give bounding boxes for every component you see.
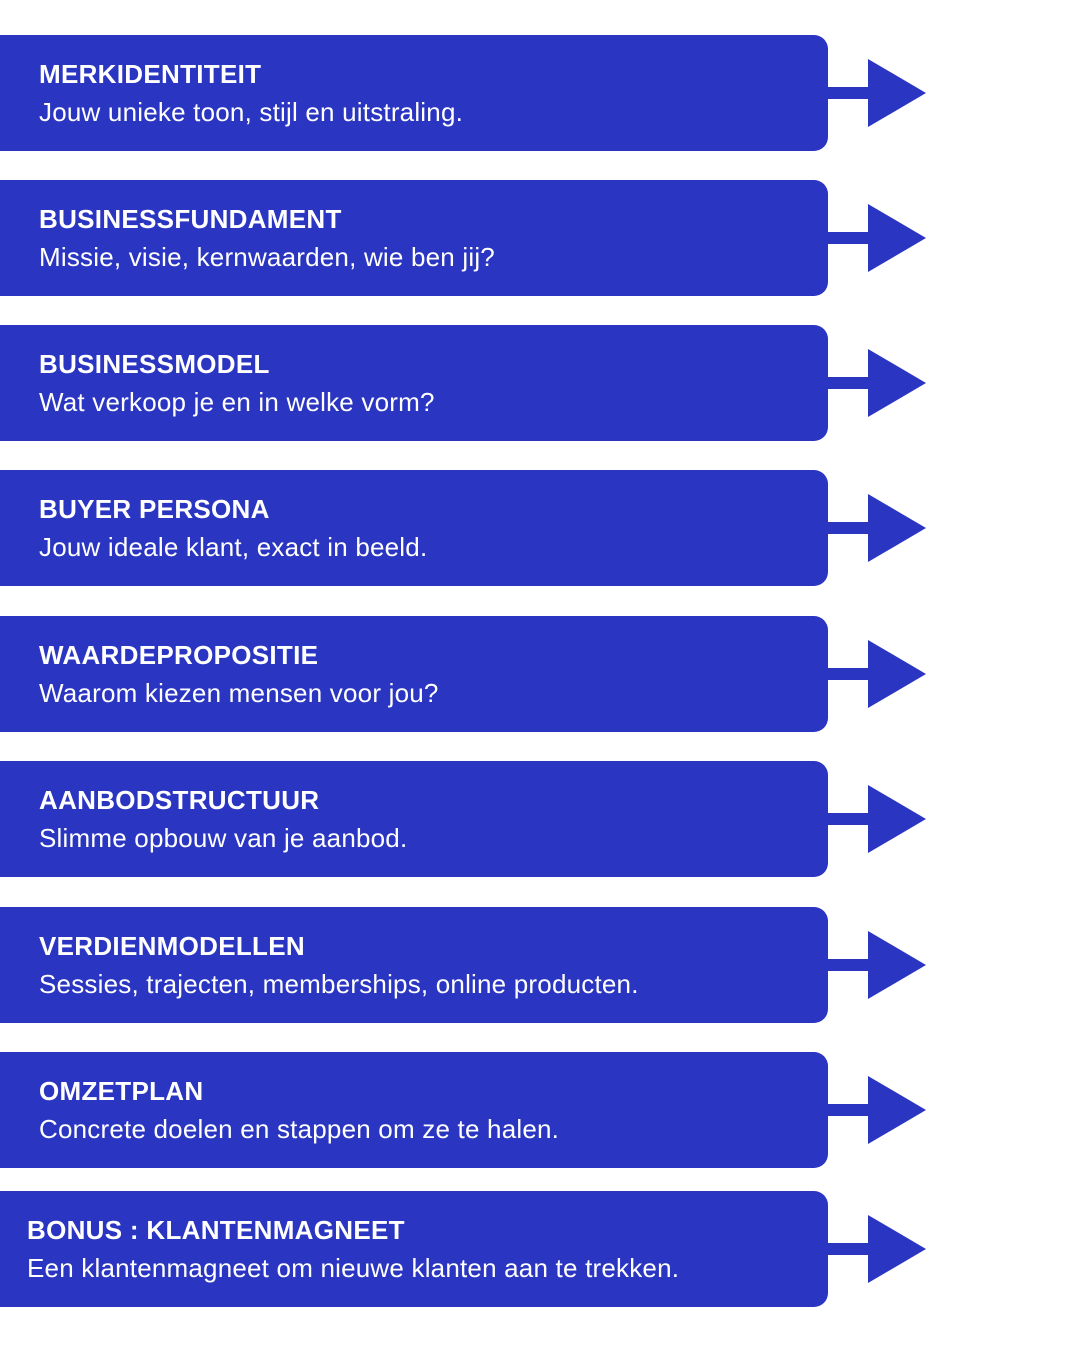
step-title: VERDIENMODELLEN <box>39 931 305 961</box>
step-title: WAARDEPROPOSITIE <box>39 640 319 670</box>
list-item: AANBODSTRUCTUUR Slimme opbouw van je aan… <box>0 761 1080 877</box>
arrow-right-icon <box>826 494 926 562</box>
step-subtitle: Een klantenmagneet om nieuwe klanten aan… <box>27 1253 680 1283</box>
step-subtitle: Waarom kiezen mensen voor jou? <box>39 678 439 708</box>
step-subtitle: Missie, visie, kernwaarden, wie ben jij? <box>39 242 495 272</box>
list-item: OMZETPLAN Concrete doelen en stappen om … <box>0 1052 1080 1168</box>
list-item: BUSINESSFUNDAMENT Missie, visie, kernwaa… <box>0 180 1080 296</box>
list-item: BUYER PERSONA Jouw ideale klant, exact i… <box>0 470 1080 586</box>
step-subtitle: Wat verkoop je en in welke vorm? <box>39 387 435 417</box>
step-title: BONUS : KLANTENMAGNEET <box>27 1215 405 1245</box>
step-subtitle: Slimme opbouw van je aanbod. <box>39 823 408 853</box>
list-item: MERKIDENTITEIT Jouw unieke toon, stijl e… <box>0 35 1080 151</box>
step-card: OMZETPLAN Concrete doelen en stappen om … <box>0 1052 828 1168</box>
step-title: AANBODSTRUCTUUR <box>39 785 320 815</box>
arrow-right-icon <box>826 1076 926 1144</box>
step-title: BUSINESSMODEL <box>39 349 270 379</box>
list-item: BONUS : KLANTENMAGNEET Een klantenmagnee… <box>0 1191 1080 1307</box>
arrow-right-icon <box>826 349 926 417</box>
step-card: VERDIENMODELLEN Sessies, trajecten, memb… <box>0 907 828 1023</box>
step-subtitle: Sessies, trajecten, memberships, online … <box>39 969 639 999</box>
step-card: AANBODSTRUCTUUR Slimme opbouw van je aan… <box>0 761 828 877</box>
list-item: VERDIENMODELLEN Sessies, trajecten, memb… <box>0 907 1080 1023</box>
step-card: MERKIDENTITEIT Jouw unieke toon, stijl e… <box>0 35 828 151</box>
step-subtitle: Jouw ideale klant, exact in beeld. <box>39 532 428 562</box>
arrow-right-icon <box>826 59 926 127</box>
list-item: BUSINESSMODEL Wat verkoop je en in welke… <box>0 325 1080 441</box>
arrow-right-icon <box>826 1215 926 1283</box>
step-title: BUYER PERSONA <box>39 494 270 524</box>
step-card: BUYER PERSONA Jouw ideale klant, exact i… <box>0 470 828 586</box>
step-card: BUSINESSMODEL Wat verkoop je en in welke… <box>0 325 828 441</box>
step-card: BUSINESSFUNDAMENT Missie, visie, kernwaa… <box>0 180 828 296</box>
step-subtitle: Concrete doelen en stappen om ze te hale… <box>39 1114 560 1144</box>
step-title: MERKIDENTITEIT <box>39 59 262 89</box>
arrow-right-icon <box>826 931 926 999</box>
bonus-card: BONUS : KLANTENMAGNEET Een klantenmagnee… <box>0 1191 828 1307</box>
arrow-right-icon <box>826 204 926 272</box>
arrow-right-icon <box>826 785 926 853</box>
step-title: OMZETPLAN <box>39 1076 204 1106</box>
arrow-right-icon <box>826 640 926 708</box>
step-subtitle: Jouw unieke toon, stijl en uitstraling. <box>39 97 464 127</box>
step-title: BUSINESSFUNDAMENT <box>39 204 342 234</box>
step-card: WAARDEPROPOSITIE Waarom kiezen mensen vo… <box>0 616 828 732</box>
list-item: WAARDEPROPOSITIE Waarom kiezen mensen vo… <box>0 616 1080 732</box>
